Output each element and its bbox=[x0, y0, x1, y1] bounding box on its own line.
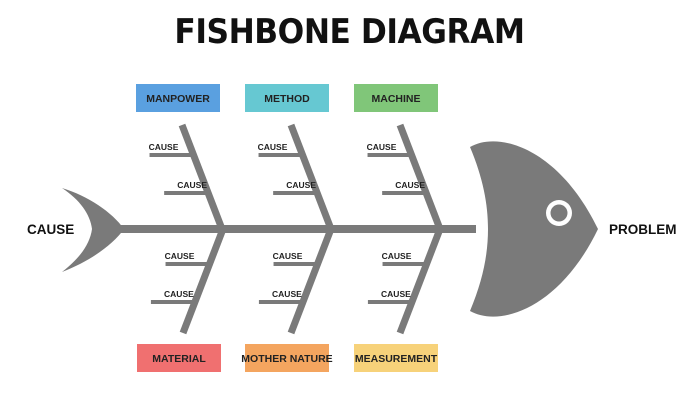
category-box bbox=[354, 84, 438, 112]
tail-cause-label: CAUSE bbox=[27, 222, 74, 237]
cause-label: CAUSE bbox=[258, 142, 288, 152]
category-label: MOTHER NATURE bbox=[241, 353, 332, 365]
category-group-method: METHOD CAUSE CAUSE bbox=[245, 84, 335, 231]
cause-label: CAUSE bbox=[395, 180, 425, 190]
category-group-mother-nature: MOTHER NATURE CAUSE CAUSE bbox=[241, 227, 335, 372]
fish-tail bbox=[62, 188, 124, 272]
category-group-manpower: MANPOWER CAUSE CAUSE bbox=[136, 84, 226, 231]
category-bone bbox=[396, 123, 444, 231]
head-problem-label: PROBLEM bbox=[609, 222, 677, 237]
category-bone bbox=[287, 227, 335, 335]
category-box bbox=[245, 84, 329, 112]
category-label: MATERIAL bbox=[152, 353, 206, 365]
cause-label: CAUSE bbox=[367, 142, 397, 152]
cause-label: CAUSE bbox=[149, 142, 179, 152]
bones-layer: MANPOWERCAUSECAUSEMETHODCAUSECAUSEMACHIN… bbox=[136, 84, 444, 372]
cause-label: CAUSE bbox=[382, 251, 412, 261]
cause-label: CAUSE bbox=[273, 251, 303, 261]
category-label: MACHINE bbox=[372, 93, 421, 105]
category-box bbox=[354, 344, 438, 372]
category-box bbox=[136, 84, 220, 112]
category-box bbox=[245, 344, 329, 372]
category-label: MANPOWER bbox=[146, 93, 210, 105]
fish-head bbox=[470, 141, 598, 317]
category-label: MEASUREMENT bbox=[355, 353, 438, 365]
diagram-title: FISHBONE DIAGRAM bbox=[174, 12, 525, 52]
category-bone bbox=[396, 227, 444, 335]
category-group-machine: MACHINE CAUSE CAUSE bbox=[354, 84, 444, 231]
cause-label: CAUSE bbox=[286, 180, 316, 190]
category-group-material: MATERIAL CAUSE CAUSE bbox=[137, 227, 227, 372]
cause-label: CAUSE bbox=[381, 289, 411, 299]
category-box bbox=[137, 344, 221, 372]
category-bone bbox=[179, 227, 227, 335]
fish-eye-inner bbox=[550, 204, 568, 222]
cause-label: CAUSE bbox=[164, 289, 194, 299]
category-group-measurement: MEASUREMENT CAUSE CAUSE bbox=[354, 227, 444, 372]
cause-label: CAUSE bbox=[177, 180, 207, 190]
category-label: METHOD bbox=[264, 93, 310, 105]
category-bone bbox=[287, 123, 335, 231]
cause-label: CAUSE bbox=[272, 289, 302, 299]
category-bone bbox=[178, 123, 226, 231]
cause-label: CAUSE bbox=[165, 251, 195, 261]
